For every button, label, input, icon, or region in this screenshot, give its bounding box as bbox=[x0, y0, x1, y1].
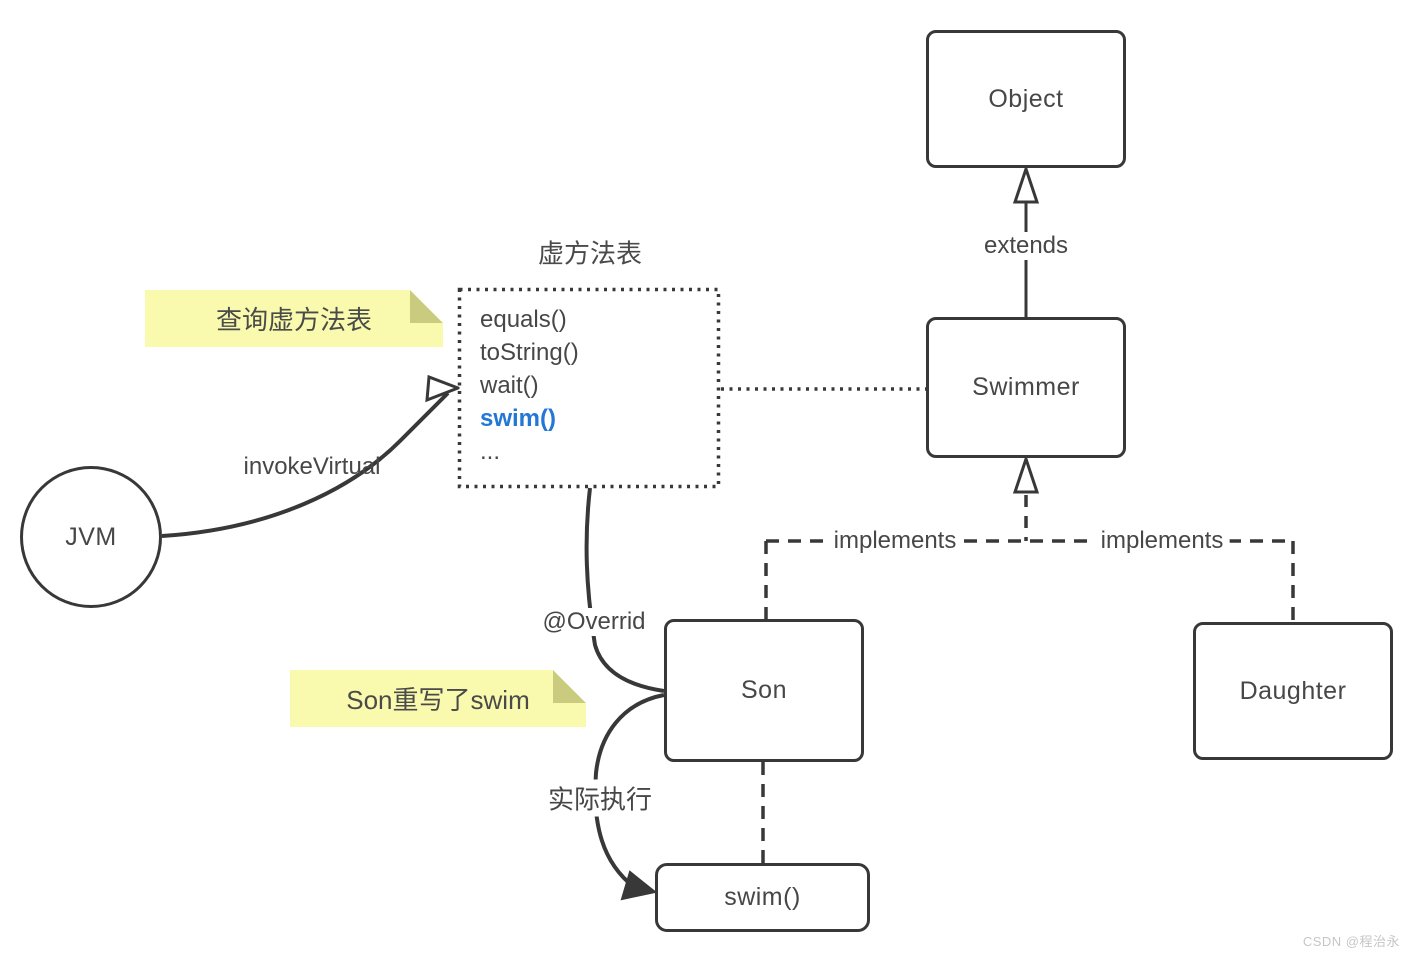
node-swim-method-label: swim() bbox=[724, 883, 801, 911]
sticky-note-query-vtable-text: 查询虚方法表 bbox=[215, 305, 372, 335]
extends-label: extends bbox=[977, 232, 1075, 260]
sticky-note-son-overrides: Son重写了swim bbox=[290, 670, 586, 727]
node-swimmer-label: Swimmer bbox=[972, 373, 1080, 401]
node-son-label: Son bbox=[741, 676, 787, 704]
watermark: CSDN @程治永 bbox=[1302, 934, 1400, 949]
extends-arrowhead-icon bbox=[1012, 164, 1040, 204]
invoke-virtual-curve bbox=[161, 391, 450, 538]
vtable-title: 虚方法表 bbox=[537, 238, 643, 269]
vtable-method-list: equals() toString() wait() swim() ... bbox=[458, 288, 720, 488]
node-object: Object bbox=[926, 30, 1126, 168]
implements-label-left: implements bbox=[827, 527, 963, 555]
vtable-method-ellipsis: ... bbox=[480, 438, 501, 465]
node-daughter: Daughter bbox=[1193, 622, 1393, 760]
vtable-method-tostring: toString() bbox=[480, 339, 579, 366]
node-swim-method: swim() bbox=[655, 863, 870, 932]
invoke-virtual-arrowhead-icon bbox=[425, 374, 463, 403]
node-son: Son bbox=[664, 619, 864, 762]
actual-execution-curve bbox=[593, 693, 665, 889]
override-label: @Overrid bbox=[536, 608, 652, 636]
node-object-label: Object bbox=[988, 84, 1064, 113]
override-curve bbox=[584, 487, 665, 693]
implements-label-right: implements bbox=[1094, 527, 1230, 555]
actual-execution-arrowhead-icon bbox=[620, 870, 658, 901]
vtable-box bbox=[457, 287, 721, 489]
node-jvm-label: JVM bbox=[65, 522, 117, 551]
node-swimmer: Swimmer bbox=[926, 317, 1126, 458]
invoke-virtual-label: invokeVirtual bbox=[243, 453, 381, 480]
implements-arrowhead-icon bbox=[1012, 454, 1040, 494]
node-daughter-label: Daughter bbox=[1239, 676, 1347, 705]
actual-execution-label: 实际执行 bbox=[541, 779, 659, 817]
vtable-method-swim-highlighted: swim() bbox=[480, 405, 557, 432]
sticky-note-son-overrides-text: Son重写了swim bbox=[346, 685, 530, 715]
sticky-note-query-vtable: 查询虚方法表 bbox=[145, 290, 443, 347]
vtable-method-wait: wait() bbox=[480, 372, 539, 399]
node-jvm: JVM bbox=[20, 466, 162, 608]
vtable-method-equals: equals() bbox=[480, 306, 567, 333]
